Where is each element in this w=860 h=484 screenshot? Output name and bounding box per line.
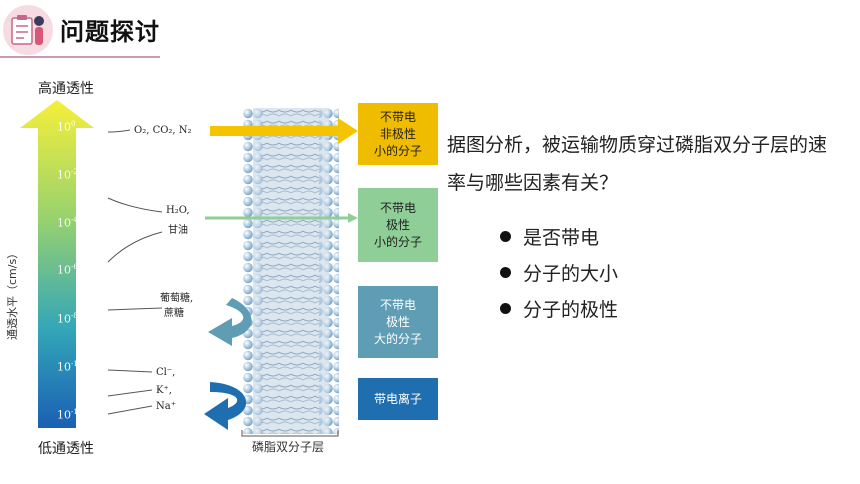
question-text: 据图分析，被运输物质穿过磷脂双分子层的速率与哪些因素有关？ — [447, 134, 828, 194]
glucose-label: 葡萄糖, — [160, 293, 194, 304]
list-item: 是否带电 — [500, 218, 618, 254]
tick-label: 10-6 — [57, 263, 78, 277]
high-permeability-label: 高通透性 — [38, 81, 94, 97]
tick-label: 10-12 — [57, 408, 83, 422]
potassium-ion-label: K⁺, — [156, 385, 172, 396]
bullet-dot-icon — [500, 230, 511, 242]
water-label: H₂O, — [166, 205, 190, 216]
sucrose-label: 蔗糖 — [164, 308, 184, 319]
bullet-dot-icon — [500, 266, 511, 278]
membrane-bracket — [241, 430, 339, 437]
title-underline — [0, 56, 160, 58]
yellow-arrow-shaft — [210, 126, 340, 136]
glycerol-label: 甘油 — [168, 225, 188, 236]
header-logo — [2, 4, 54, 56]
tick-label: 100 — [57, 120, 76, 134]
list-item: 分子的极性 — [500, 290, 618, 326]
tick-label: 10-4 — [57, 216, 78, 230]
polar-large-box: 不带电极性大的分子 — [358, 286, 438, 358]
polar-small-box: 不带电极性小的分子 — [358, 188, 438, 262]
teal-bounce-arrow — [208, 298, 252, 346]
answer-list: 是否带电 分子的大小 分子的极性 — [500, 218, 618, 326]
chloride-ion-label: Cl⁻, — [156, 367, 176, 378]
tick-label: 10-10 — [57, 360, 83, 374]
bullet-dot-icon — [500, 302, 511, 314]
green-arrow-head — [348, 213, 358, 223]
sodium-ion-label: Na⁺ — [156, 401, 176, 412]
list-item: 分子的大小 — [500, 254, 618, 290]
gas-molecules-label: O₂, CO₂, N₂ — [134, 125, 192, 136]
charged-ion-box: 带电离子 — [358, 378, 438, 420]
blue-bounce-arrow — [204, 382, 247, 430]
clipboard-person-icon — [3, 5, 53, 55]
permeability-arrow — [20, 100, 94, 428]
membrane-label: 磷脂双分子层 — [252, 440, 325, 454]
tick-label: 10-8 — [57, 312, 78, 326]
low-permeability-label: 低通透性 — [38, 441, 94, 457]
page-title: 问题探讨 — [60, 18, 160, 46]
tick-label: 10-2 — [57, 168, 78, 182]
yellow-arrow-head — [338, 118, 358, 144]
phospholipid-bilayer — [243, 108, 339, 434]
nonpolar-small-box: 不带电非极性小的分子 — [358, 103, 438, 165]
